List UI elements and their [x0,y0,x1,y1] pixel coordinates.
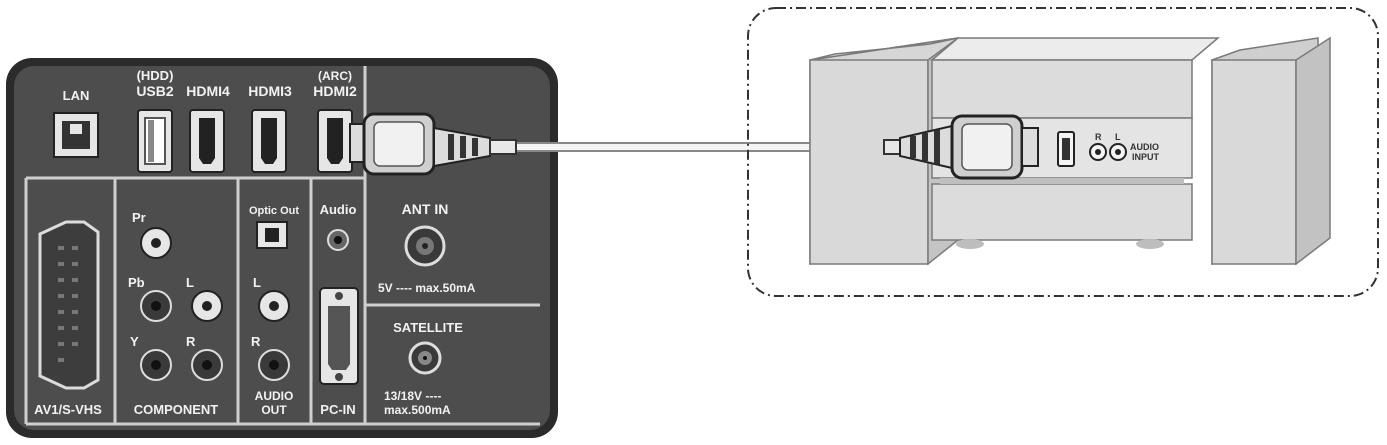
component-pb-label: Pb [128,275,145,290]
satellite-spec-line2: max.500mA [384,403,451,417]
hdmi4-label: HDMI4 [186,83,230,99]
audio-out-label-line1: AUDIO [255,389,294,403]
component-label: COMPONENT [134,402,219,417]
satellite-socket [408,341,442,375]
ant-in-spec: 5V ---- max.50mA [378,281,476,295]
hdmi2-arc-port [317,109,353,173]
ant-in-label: ANT IN [402,201,449,217]
device-hdmi-port [1057,131,1075,167]
pc-audio-label: Audio [320,202,357,217]
audio-out-r-label: R [251,334,261,349]
component-y-label: Y [130,334,139,349]
hdmi-plug-tv-side [349,112,517,176]
usb-port [137,109,173,173]
antenna-socket [404,225,446,267]
tv-rear-panel: LAN (HDD) USB2 HDMI4 HDMI3 (ARC) HDMI2 [6,58,558,438]
device-audio-input-line1: AUDIO [1130,142,1159,152]
hdmi2-arc-note: (ARC) [318,69,352,83]
pc-audio-jack [327,229,349,251]
audio-out-jacks [258,290,290,381]
hdmi2-label: HDMI2 [313,83,357,99]
lan-label: LAN [63,88,90,103]
hdmi3-port [251,109,287,173]
hdmi-plug-device-side [883,114,1039,180]
optic-out-label: Optic Out [249,205,299,217]
device-audio-input-line2: INPUT [1132,152,1160,162]
satellite-spec-line1: 13/18V ---- [384,389,441,403]
device-audio-input-jacks [1089,143,1127,161]
hdmi-cable [349,112,886,176]
lan-port [53,112,99,158]
component-jacks [140,227,223,381]
scart-connector [38,220,100,390]
pc-in-label: PC-IN [320,402,355,417]
satellite-label: SATELLITE [393,320,463,335]
component-pr-label: Pr [132,210,146,225]
hdmi4-port [189,109,225,173]
audio-device-area: R L AUDIO INPUT [747,7,1379,297]
device-jack-r-label: R [1095,132,1102,142]
audio-out-label-line2: OUT [261,403,287,417]
usb2-label: USB2 [136,83,174,99]
right-speaker [1211,36,1331,266]
usb-hdd-note: (HDD) [137,68,174,83]
component-r-label: R [186,334,196,349]
device-jack-l-label: L [1115,132,1121,142]
vga-port [319,287,359,385]
component-l-label: L [186,275,194,290]
optical-out-port [256,221,288,249]
dashed-outline [747,7,1379,297]
scart-label: AV1/S-VHS [34,402,102,417]
hdmi3-label: HDMI3 [248,83,292,99]
audio-out-l-label: L [253,275,261,290]
